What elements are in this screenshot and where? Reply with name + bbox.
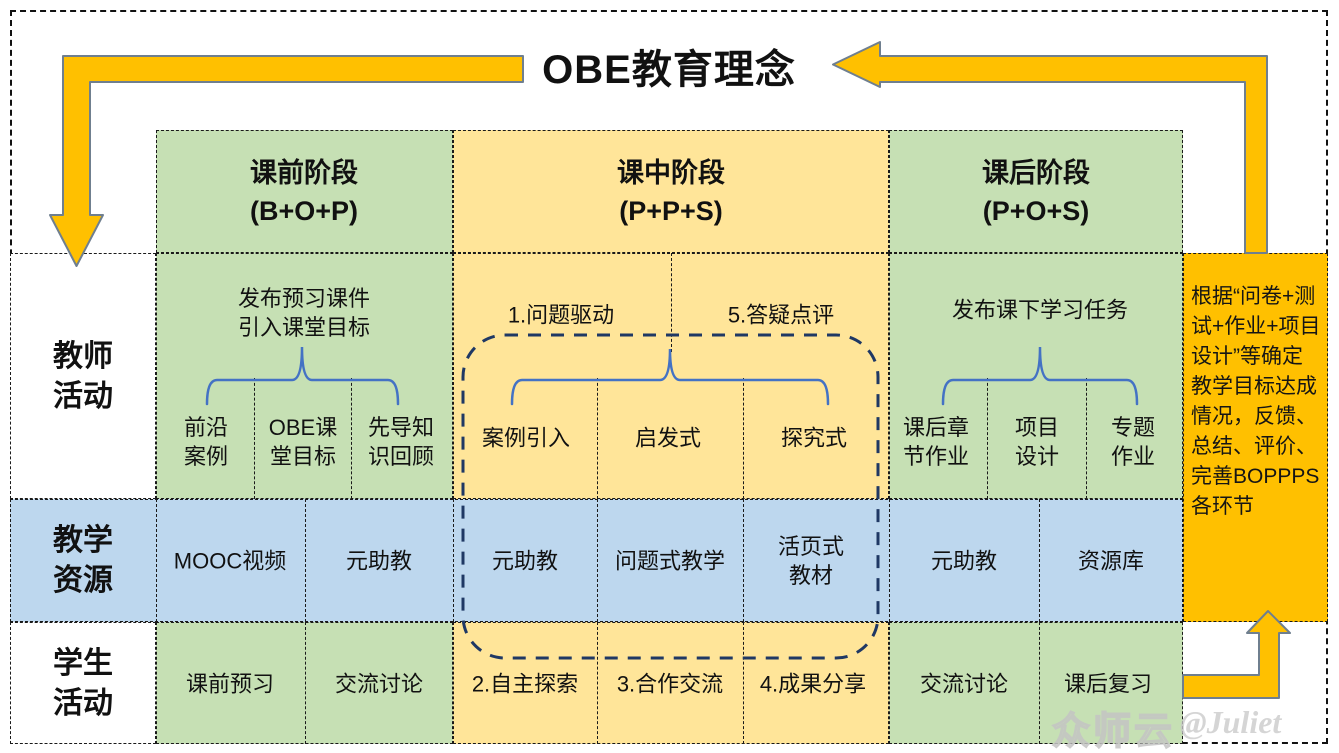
divider xyxy=(1039,499,1040,622)
students-pre-cell xyxy=(156,622,453,744)
teacher-pre-item: 前沿 案例 xyxy=(183,415,229,469)
diagram-title: OBE教育理念 xyxy=(542,48,796,92)
teacher-during-item: 案例引入 xyxy=(481,425,571,451)
watermark-author: @Juliet xyxy=(1180,704,1282,740)
resource-item: 元助教 xyxy=(491,548,559,574)
resource-item: 活页式 教材 xyxy=(777,534,845,588)
resource-item: 元助教 xyxy=(930,548,998,574)
divider xyxy=(987,378,988,499)
divider xyxy=(597,499,598,622)
divider xyxy=(1086,378,1087,499)
row-label-resources: 教学 资源 xyxy=(53,524,113,597)
row-label-teacher: 教师 活动 xyxy=(53,340,113,413)
teacher-during-step-5: 5.答疑点评 xyxy=(727,302,835,328)
divider xyxy=(1039,622,1040,744)
row-label-students: 学生 活动 xyxy=(53,647,113,720)
teacher-post-item: 专题 作业 xyxy=(1110,415,1156,469)
student-activity-step-4: 4.成果分享 xyxy=(759,671,867,697)
divider xyxy=(743,378,744,499)
students-post-cell xyxy=(889,622,1183,744)
header-post-class: 课后阶段 (P+O+S) xyxy=(982,158,1090,226)
teacher-pre-item: 先导知 识回顾 xyxy=(367,415,435,469)
feedback-panel xyxy=(1183,253,1328,622)
divider xyxy=(743,622,744,744)
divider xyxy=(254,378,255,499)
student-activity: 课前预习 xyxy=(185,671,275,697)
divider xyxy=(671,253,672,352)
teacher-during-item: 探究式 xyxy=(780,425,848,451)
resource-item: 资源库 xyxy=(1077,548,1145,574)
students-row-label-cell xyxy=(10,622,156,744)
header-in-class: 课中阶段 (P+P+S) xyxy=(617,158,725,226)
header-cell-in-class xyxy=(453,130,889,253)
divider xyxy=(351,378,352,499)
watermark-brand: 众师云 xyxy=(1051,710,1176,753)
resource-item: 元助教 xyxy=(345,548,413,574)
student-activity: 交流讨论 xyxy=(919,671,1009,697)
teacher-pre-task: 发布预习课件 引入课堂目标 xyxy=(237,286,371,340)
resource-item: 问题式教学 xyxy=(614,548,726,574)
teacher-post-task: 发布课下学习任务 xyxy=(951,297,1129,323)
divider xyxy=(156,499,157,622)
divider xyxy=(305,499,306,622)
student-activity-step-2: 2.自主探索 xyxy=(471,671,579,697)
teacher-pre-item: OBE课 堂目标 xyxy=(268,415,338,469)
resource-item: MOOC视频 xyxy=(173,548,287,574)
student-activity: 课后复习 xyxy=(1063,671,1153,697)
divider xyxy=(743,499,744,622)
student-activity: 交流讨论 xyxy=(334,671,424,697)
header-pre-class: 课前阶段 (B+O+P) xyxy=(249,158,359,226)
feedback-panel-text: 根据“问卷+测试+作业+项目设计”等确定教学目标达成情况，反馈、总结、评价、完善… xyxy=(1191,285,1321,518)
student-activity-step-3: 3.合作交流 xyxy=(616,671,724,697)
teacher-during-step-1: 1.问题驱动 xyxy=(507,302,615,328)
divider xyxy=(305,622,306,744)
divider xyxy=(597,378,598,499)
teacher-post-item: 项目 设计 xyxy=(1014,415,1060,469)
divider xyxy=(889,499,890,622)
teacher-post-item: 课后章 节作业 xyxy=(902,415,970,469)
divider xyxy=(597,622,598,744)
teacher-during-item: 启发式 xyxy=(634,425,702,451)
divider xyxy=(453,499,454,622)
